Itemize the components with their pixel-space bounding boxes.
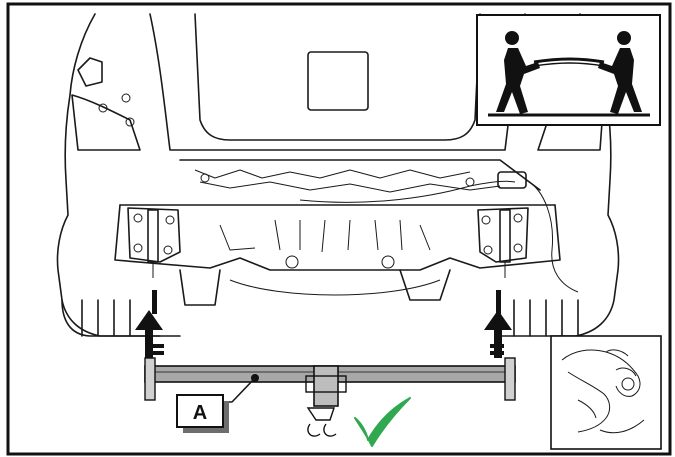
lift-arrow-left	[135, 290, 163, 358]
hand-tighten-icon	[561, 349, 645, 434]
right-mounting-bracket	[477, 207, 529, 278]
green-check-icon	[354, 397, 411, 447]
left-mounting-bracket	[127, 207, 181, 278]
callout-a-label: A	[193, 402, 207, 424]
lift-arrow-right	[484, 290, 512, 358]
two-person-lift-inset	[476, 14, 661, 126]
two-person-lift-icon	[488, 31, 650, 117]
callout-a: A	[176, 394, 229, 433]
towbar-assembly	[144, 357, 516, 437]
hand-tighten-inset	[550, 335, 662, 450]
diagram-frame	[6, 2, 672, 456]
spacer-marks	[150, 344, 504, 355]
